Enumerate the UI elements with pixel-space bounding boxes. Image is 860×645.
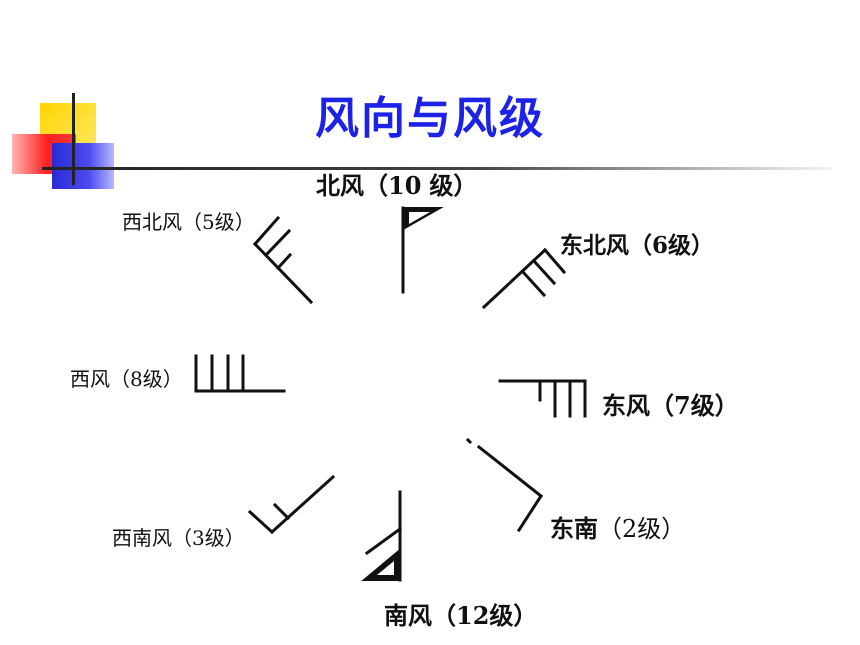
label-north-name: 北风 — [316, 171, 364, 200]
barb-southwest — [247, 474, 336, 535]
label-southeast: 东南（2级） — [550, 509, 685, 544]
label-west: 西风（8级） — [70, 367, 183, 391]
barb-south — [361, 490, 403, 582]
label-east: 东风（7级） — [602, 391, 739, 420]
barb-northwest — [252, 215, 314, 305]
decor-blue-square — [52, 143, 114, 189]
label-north-open: （ — [364, 171, 388, 200]
label-south: 南风（12级） — [384, 601, 538, 630]
barb-northeast — [481, 247, 567, 310]
barb-east — [498, 379, 587, 418]
label-southeast-name: 东南 — [550, 514, 598, 543]
barb-west — [194, 354, 286, 393]
label-southeast-level: （2级） — [598, 515, 686, 543]
label-southwest: 西南风（3级） — [112, 526, 245, 550]
label-northeast: 东北风（6级） — [560, 232, 715, 259]
barb-north — [401, 206, 444, 294]
decor-vertical-line — [72, 93, 75, 185]
barb-southeast — [465, 437, 544, 533]
label-northwest: 西北风（5级） — [122, 210, 255, 234]
page-title: 风向与风级 — [315, 93, 545, 144]
title-underline — [42, 167, 832, 170]
label-north-close: 级） — [429, 171, 478, 200]
label-north-level: 10 — [388, 171, 422, 200]
